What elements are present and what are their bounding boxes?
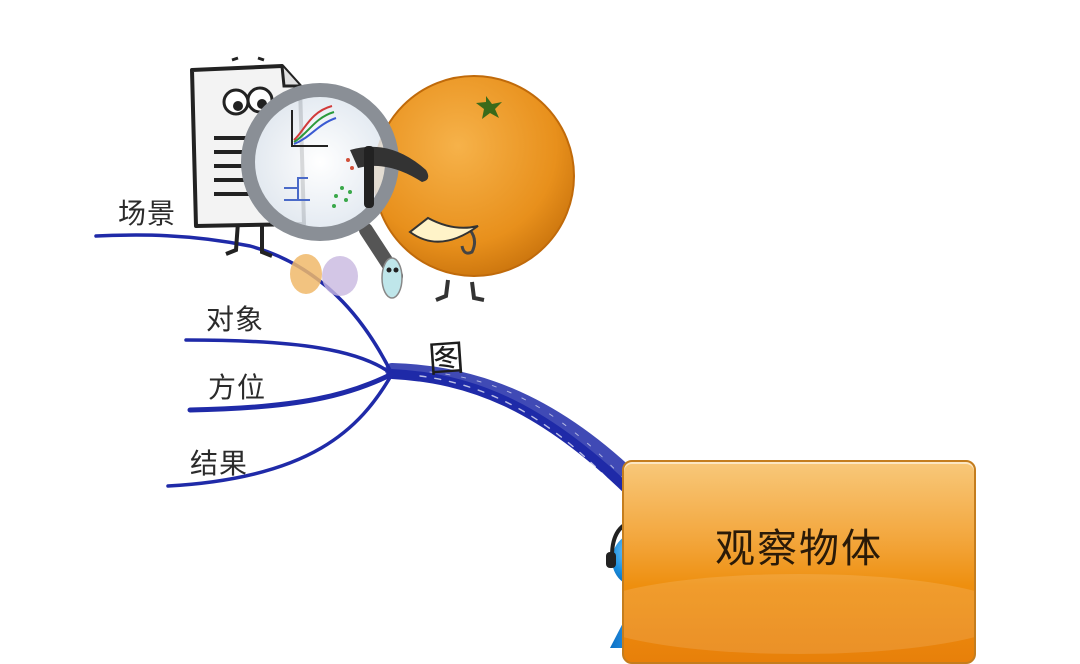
main-branch-label: 图 (426, 337, 466, 382)
branch-label-position: 方位 (208, 371, 267, 404)
branch-lines (94, 233, 639, 495)
branch-line-position (187, 371, 395, 413)
branch-label-result: 结果 (190, 447, 249, 480)
orange-character-icon (373, 75, 575, 302)
branch-line-scene (94, 233, 394, 376)
branch-label-object: 对象 (206, 303, 265, 336)
branch-line-result (166, 372, 394, 488)
central-topic-text: 观察物体 (715, 526, 883, 572)
small-cell-characters-icon (290, 254, 403, 299)
branch-line-object (184, 338, 394, 376)
mind-map-canvas (94, 56, 674, 648)
branch-label-scene: 场景 (118, 197, 177, 230)
central-topic-box: 观察物体 (622, 460, 976, 664)
